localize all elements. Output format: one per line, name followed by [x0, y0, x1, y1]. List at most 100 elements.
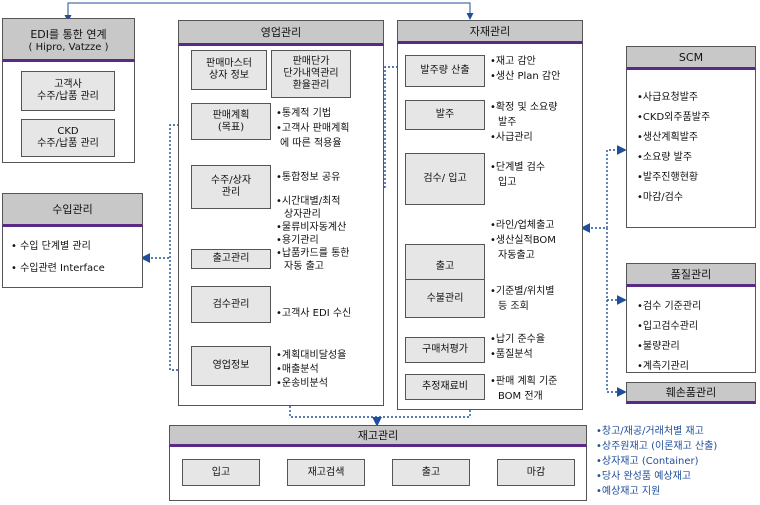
material-eval-label: 구매처평가: [422, 344, 468, 355]
material-order-label: 발주: [435, 109, 455, 120]
scm-note-2: •CKD외주품발주: [637, 112, 711, 123]
material-estimate-note-1: •판매 계획 기준: [490, 376, 558, 387]
edi-ckd-box: CKD 수주/납품 관리: [21, 119, 115, 157]
scm-note-5: •발주진행현황: [637, 172, 699, 183]
sales-info-note-1: •계획대비달성율: [276, 350, 347, 361]
scrap-header: 훼손품관리: [626, 382, 756, 404]
edi-ckd-line2: 수주/납품 관리: [37, 138, 99, 149]
material-defect-notes: •기준별/위치별 등 조회: [490, 284, 554, 314]
edi-header: EDI를 통한 연계 ( Hipro, Vatzze ): [2, 18, 135, 62]
quality-note-4: •계측기관리: [637, 361, 689, 372]
material-inspect-label: 검수/ 입고: [423, 173, 467, 184]
sales-order-note-1: •통합정보 공유: [276, 172, 341, 183]
inventory-note-1: •창고/재공/거래처별 재고: [596, 426, 704, 437]
inventory-step-in-label: 입고: [211, 466, 231, 478]
sales-ship-note-6: 자동 출고: [284, 261, 324, 272]
material-estimate-note-2: BOM 전개: [498, 391, 543, 402]
material-title: 자재관리: [469, 25, 511, 38]
material-qty-box: 발주량 산출: [405, 55, 485, 87]
inventory-step-close-label: 마감: [526, 466, 546, 478]
sales-price-box: 판매단가 단가내역관리 환율관리: [271, 50, 351, 98]
sales-plan-notes: •통계적 기법 •고객사 판매계획 에 따른 적용율: [276, 106, 349, 151]
quality-note-1: •검수 기준관리: [637, 301, 702, 312]
sales-header: 영업관리: [178, 20, 384, 46]
material-ship-note-2: •생산실적BOM: [490, 235, 556, 246]
material-inspect-note-1: •단계별 검수: [490, 162, 546, 173]
scm-header: SCM: [626, 46, 756, 70]
inventory-header: 재고관리: [169, 425, 587, 447]
inventory-step-out-label: 출고: [421, 466, 441, 478]
inventory-step-close: 마감: [497, 459, 575, 486]
material-estimate-label: 추정재료비: [422, 381, 468, 392]
sales-ship-note-4: •용기관리: [276, 235, 319, 246]
material-estimate-notes: •판매 계획 기준 BOM 전개: [490, 374, 557, 404]
inventory-step-search-label: 재고검색: [307, 466, 345, 478]
sales-master-box: 판매마스터 상자 정보: [191, 50, 267, 90]
inventory-step-search: 재고검색: [287, 459, 365, 486]
sales-price-line2: 단가내역관리: [283, 68, 339, 79]
material-ship-label: 출고: [435, 261, 455, 272]
sales-plan-note-3: 에 따른 적용율: [280, 138, 342, 149]
sales-plan-note-1: •통계적 기법: [276, 108, 332, 119]
inventory-note-3: •상자재고 (Container): [596, 456, 699, 467]
inventory-title: 재고관리: [357, 429, 399, 442]
edi-panel: EDI를 통한 연계 ( Hipro, Vatzze ) 고객사 수주/납품 관…: [2, 18, 135, 163]
material-order-note-1: •확정 및 소요량: [490, 102, 558, 113]
inventory-note-5: •예상재고 지원: [596, 486, 661, 497]
sales-ship-note-1: •시간대별/최적: [276, 196, 341, 207]
inventory-step-in: 입고: [182, 459, 260, 486]
sales-info-note-3: •운송비분석: [276, 378, 328, 389]
material-defect-label: 수불관리: [426, 292, 464, 304]
sales-order-notes: •통합정보 공유: [276, 172, 340, 184]
scm-title: SCM: [678, 50, 704, 64]
import-notes: • 수입 단계별 관리 • 수입관련 Interface: [11, 236, 105, 280]
sales-master-line2: 상자 정보: [209, 70, 249, 81]
sales-ship-note-3: •물류비자동계산: [276, 222, 347, 233]
sales-inspect-note-1: •고객사 EDI 수신: [276, 308, 352, 319]
material-qty-note-2: •생산 Plan 감안: [490, 71, 561, 82]
material-inspect-note-2: 입고: [498, 177, 517, 188]
material-defect-box: 수불관리: [405, 279, 485, 318]
quality-note-3: •불량관리: [637, 341, 680, 352]
sales-plan-line1: 판매계획: [212, 109, 250, 121]
sales-inspect-label: 검수관리: [212, 298, 250, 310]
material-estimate-box: 추정재료비: [405, 374, 485, 400]
sales-ship-note-2: 상자관리: [284, 209, 321, 220]
material-inspect-notes: •단계별 검수 입고: [490, 160, 545, 190]
scm-note-4: •소요량 발주: [637, 152, 693, 163]
scm-notes: •사급요청발주 •CKD외주품발주 •생산계획발주 •소요량 발주 •발주진행현…: [637, 88, 710, 208]
scm-note-6: •마감/검수: [637, 192, 684, 203]
material-eval-notes: •납기 준수율 •품질분석: [490, 332, 545, 362]
inventory-step-out: 출고: [392, 459, 470, 486]
sales-ship-notes: •시간대별/최적 상자관리 •물류비자동계산 •용기관리 •납품카드를 통한 자…: [276, 195, 349, 273]
material-qty-label: 발주량 산출: [420, 65, 470, 76]
sales-order-line2: 관리: [221, 187, 241, 198]
edi-customer-line2: 수주/납품 관리: [37, 91, 99, 102]
material-order-box: 발주: [405, 100, 485, 130]
edi-ckd-line1: CKD: [57, 126, 79, 137]
quality-note-2: •입고검수관리: [637, 321, 699, 332]
material-inspect-box: 검수/ 입고: [405, 153, 485, 205]
sales-info-box: 영업정보: [191, 346, 271, 386]
import-panel: 수입관리 • 수입 단계별 관리 • 수입관련 Interface: [2, 193, 143, 288]
material-eval-box: 구매처평가: [405, 337, 485, 363]
sales-info-note-2: •매출분석: [276, 364, 319, 375]
sales-plan-line2: (목표): [217, 121, 245, 133]
sales-plan-box: 판매계획 (목표): [191, 103, 271, 140]
edi-customer-line1: 고객사: [54, 79, 82, 90]
material-eval-note-2: •품질분석: [490, 349, 533, 360]
edi-title-line1: EDI를 통한 연계: [30, 27, 107, 41]
sales-inspect-box: 검수관리: [191, 286, 271, 323]
material-order-note-3: •사급관리: [490, 132, 533, 143]
import-header: 수입관리: [2, 193, 143, 227]
import-note-2: • 수입관련 Interface: [11, 263, 105, 274]
material-ship-note-1: •라인/업체출고: [490, 220, 555, 231]
inventory-notes: •창고/재공/거래처별 재고 •상주원재고 (이론재고 산출) •상자재고 (C…: [596, 424, 717, 499]
inventory-note-4: •당사 완성품 예상재고: [596, 471, 692, 482]
material-defect-note-2: 등 조회: [498, 301, 529, 312]
sales-price-line1: 판매단가: [292, 56, 330, 67]
material-header: 자재관리: [397, 20, 583, 44]
import-title: 수입관리: [52, 203, 93, 216]
quality-notes: •검수 기준관리 •입고검수관리 •불량관리 •계측기관리: [637, 297, 701, 377]
sales-info-notes: •계획대비달성율 •매출분석 •운송비분석: [276, 349, 346, 391]
